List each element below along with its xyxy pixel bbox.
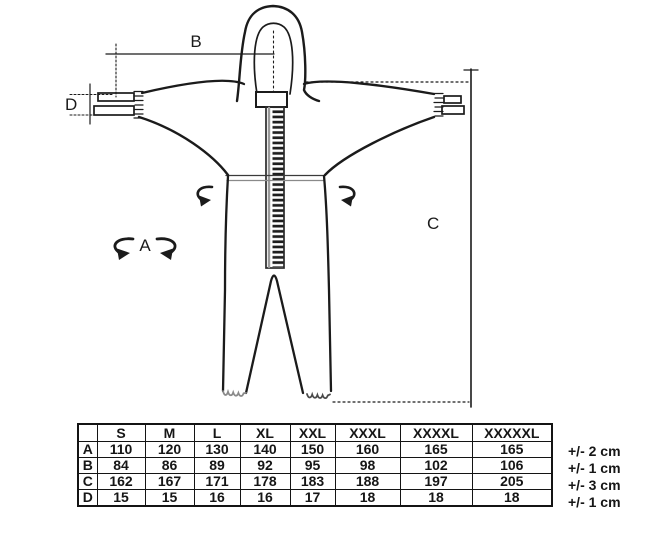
value-a-xxl: 150: [289, 441, 336, 458]
value-d-s: 15: [96, 489, 146, 507]
zipper-outline: [265, 106, 285, 269]
hip-arrow-left-head: [199, 195, 211, 207]
girth-arrow-left-head: [117, 248, 130, 260]
value-c-s: 162: [96, 473, 146, 490]
value-a-xxxl: 160: [334, 441, 401, 458]
dim-label-b: B: [190, 32, 201, 51]
tolerance-a: +/- 2 cm: [568, 443, 621, 459]
value-b-xxxl: 98: [334, 457, 401, 474]
value-b-xxxxxl: 106: [471, 457, 553, 474]
size-header-xxl: XXL: [289, 423, 336, 442]
value-d-l: 16: [193, 489, 241, 507]
collar-flap: [255, 91, 288, 108]
left-leg-elastic-hem: [222, 388, 247, 397]
row-label-d: D: [77, 489, 98, 507]
right-cuff-lower-strip: [441, 105, 465, 115]
left-sleeve-bottom-edge: [137, 115, 230, 177]
right-sleeve-top-edge: [302, 80, 436, 96]
hood-outline: [235, 4, 321, 103]
row-label-a: A: [77, 441, 98, 458]
right-torso-leg-edge: [322, 174, 333, 393]
tolerance-b: +/- 1 cm: [568, 460, 621, 476]
tolerance-column: +/- 2 cm +/- 1 cm +/- 3 cm +/- 1 cm: [568, 423, 621, 511]
value-d-xl: 16: [239, 489, 291, 507]
dim-label-a: A: [139, 236, 151, 255]
size-header-row: S M L XL XXL XXXL XXXXL XXXXXL: [77, 423, 553, 442]
size-header-xxxxl: XXXXL: [399, 423, 473, 442]
right-leg-elastic-hem: [306, 391, 331, 400]
hood-face-opening: [253, 22, 294, 95]
value-a-xxxxl: 165: [399, 441, 473, 458]
value-d-m: 15: [144, 489, 195, 507]
value-a-xl: 140: [239, 441, 291, 458]
size-table-section: S M L XL XXL XXXL XXXXL XXXXXL A 110 120…: [77, 423, 621, 511]
value-a-l: 130: [193, 441, 241, 458]
left-cuff-upper-strip: [97, 92, 135, 102]
value-d-xxl: 17: [289, 489, 336, 507]
left-sleeve-top-edge: [140, 79, 246, 95]
value-b-s: 84: [96, 457, 146, 474]
value-c-xxxxxl: 205: [471, 473, 553, 490]
corner-cell: [77, 423, 98, 442]
size-header-xxxxxl: XXXXXL: [471, 423, 553, 442]
size-table: S M L XL XXL XXXL XXXXL XXXXXL A 110 120…: [77, 423, 553, 507]
right-sleeve-bottom-edge: [323, 115, 436, 177]
table-row-d: D 15 15 16 16 17 18 18 18: [77, 489, 553, 507]
value-b-l: 89: [193, 457, 241, 474]
hip-arrow-right-head: [341, 195, 353, 207]
value-c-xxxxl: 197: [399, 473, 473, 490]
value-a-s: 110: [96, 441, 146, 458]
left-cuff-gathers: [133, 90, 144, 119]
value-a-m: 120: [144, 441, 195, 458]
value-d-xxxxxl: 18: [471, 489, 553, 507]
inner-leg-crotch-edge: [244, 274, 305, 395]
value-b-xxxxl: 102: [399, 457, 473, 474]
row-label-b: B: [77, 457, 98, 474]
table-row-c: C 162 167 171 178 183 188 197 205: [77, 473, 553, 490]
tolerance-d: +/- 1 cm: [568, 494, 621, 510]
value-c-l: 171: [193, 473, 241, 490]
value-a-xxxxxl: 165: [471, 441, 553, 458]
size-header-s: S: [96, 423, 146, 442]
table-row-a: A 110 120 130 140 150 160 165 165: [77, 441, 553, 458]
girth-arrow-right-head: [160, 248, 173, 260]
value-d-xxxxl: 18: [399, 489, 473, 507]
left-torso-leg-edge: [221, 174, 230, 393]
size-header-xl: XL: [239, 423, 291, 442]
coverall-measurement-diagram: B C D A: [65, 4, 479, 408]
value-d-xxxl: 18: [334, 489, 401, 507]
size-header-l: L: [193, 423, 241, 442]
right-cuff-gathers: [433, 92, 444, 117]
table-row-b: B 84 86 89 92 95 98 102 106: [77, 457, 553, 474]
row-label-c: C: [77, 473, 98, 490]
value-c-m: 167: [144, 473, 195, 490]
left-cuff-lower-strip: [93, 105, 135, 116]
value-c-xl: 178: [239, 473, 291, 490]
value-c-xxxl: 188: [334, 473, 401, 490]
size-header-xxxl: XXXL: [334, 423, 401, 442]
value-b-xxl: 95: [289, 457, 336, 474]
right-cuff-upper-strip: [443, 95, 462, 104]
dim-label-c: C: [427, 214, 439, 233]
value-b-m: 86: [144, 457, 195, 474]
value-c-xxl: 183: [289, 473, 336, 490]
value-b-xl: 92: [239, 457, 291, 474]
zipper-teeth: [272, 108, 284, 267]
tolerance-c: +/- 3 cm: [568, 477, 621, 493]
dim-label-d: D: [65, 95, 77, 114]
size-header-m: M: [144, 423, 195, 442]
